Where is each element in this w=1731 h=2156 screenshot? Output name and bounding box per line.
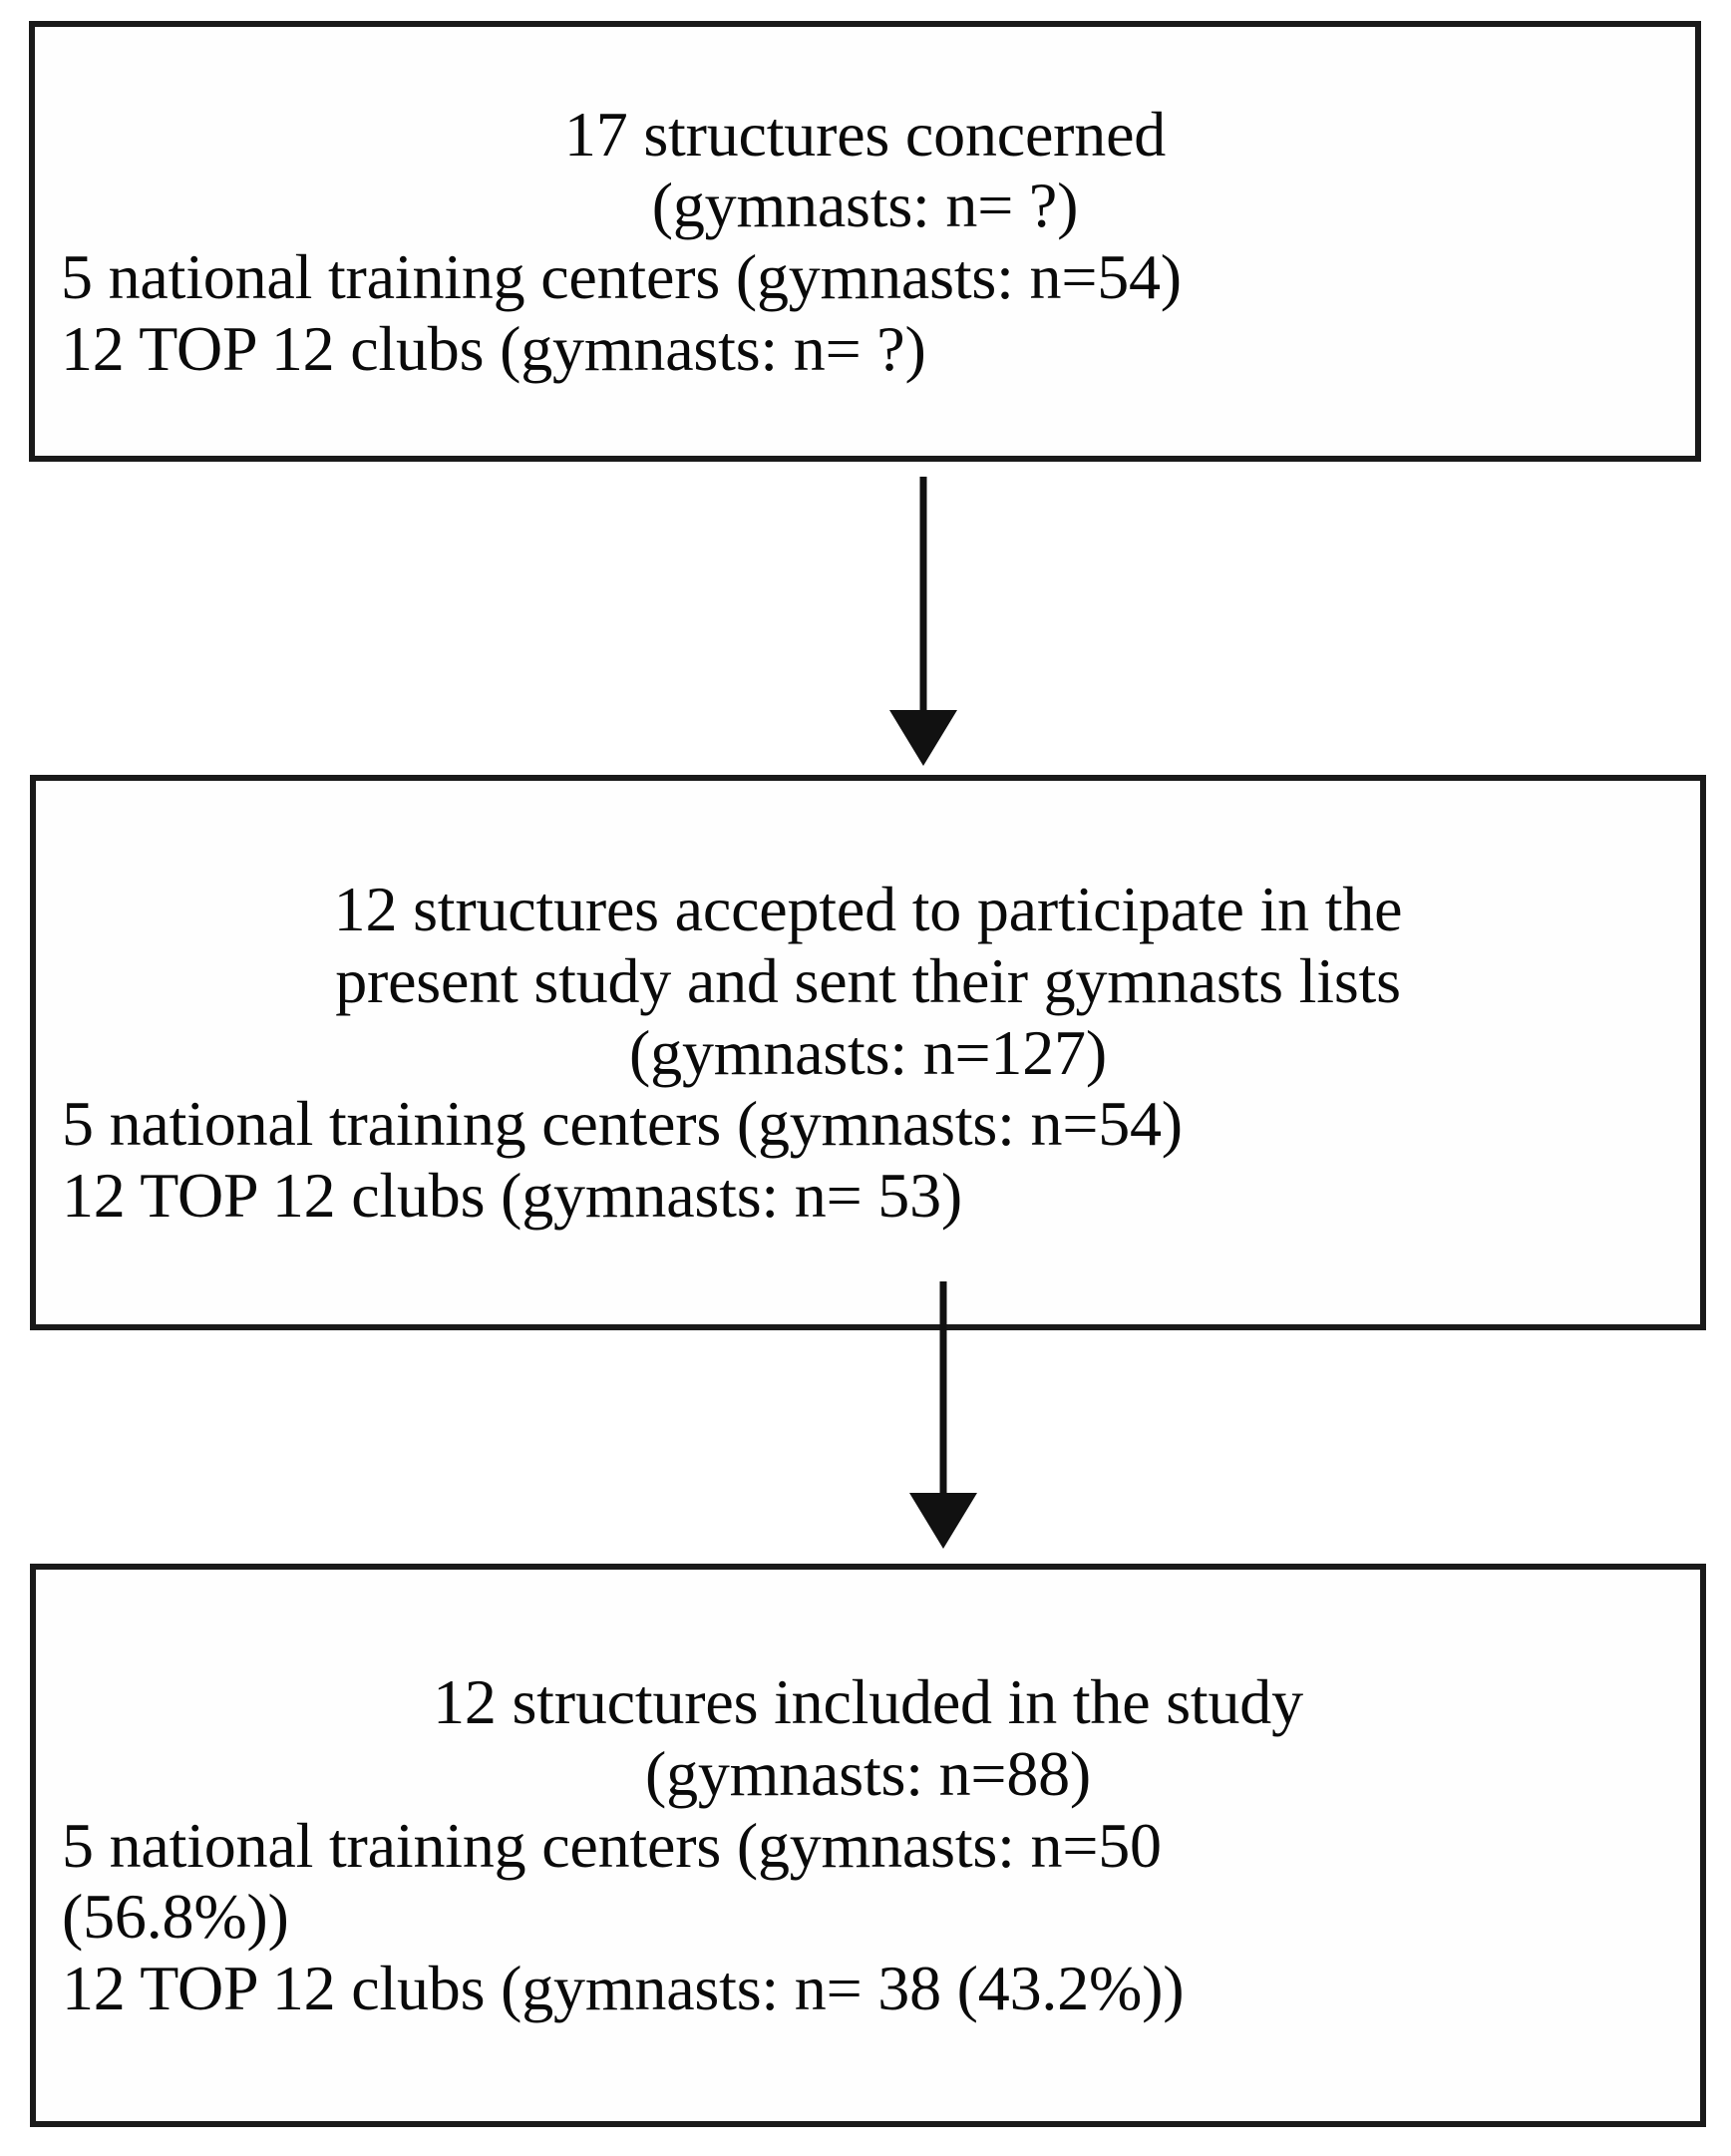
node2-line-1: 12 structures accepted to participate in… [333,874,1403,945]
node3-line-2: (gymnasts: n=88) [644,1737,1092,1809]
arrow-shaft [919,477,927,712]
node1-line-3: 5 national training centers (gymnasts: n… [61,241,1182,312]
arrow-head [909,1493,977,1549]
node3-line-5: 12 TOP 12 clubs (gymnasts: n= 38 (43.2%)… [62,1953,1185,2023]
node2-line-2: present study and sent their gymnasts li… [335,944,1401,1016]
node3-line-4: (56.8%)) [62,1881,289,1953]
node1-line-2: (gymnasts: n= ?) [651,170,1079,241]
node1-line-4: 12 TOP 12 clubs (gymnasts: n= ?) [61,312,926,384]
flow-node-structures-accepted: 12 structures accepted to participate in… [30,775,1706,1330]
arrow-shaft [939,1281,947,1495]
flow-node-structures-concerned: 17 structures concerned (gymnasts: n= ?)… [29,21,1701,462]
node2-line-5: 12 TOP 12 clubs (gymnasts: n= 53) [62,1160,962,1231]
node2-line-3: (gymnasts: n=127) [629,1016,1107,1088]
arrow-down-icon-box1-to-box2 [888,477,958,766]
node3-line-1: 12 structures included in the study [433,1666,1303,1738]
node1-line-1: 17 structures concerned [563,98,1167,170]
node2-line-4: 5 national training centers (gymnasts: n… [62,1088,1183,1160]
flow-node-structures-included: 12 structures included in the study (gym… [30,1564,1706,2127]
arrow-head [889,710,957,766]
node3-line-3: 5 national training centers (gymnasts: n… [62,1809,1162,1881]
arrow-down-icon-box2-to-box3 [908,1281,978,1551]
